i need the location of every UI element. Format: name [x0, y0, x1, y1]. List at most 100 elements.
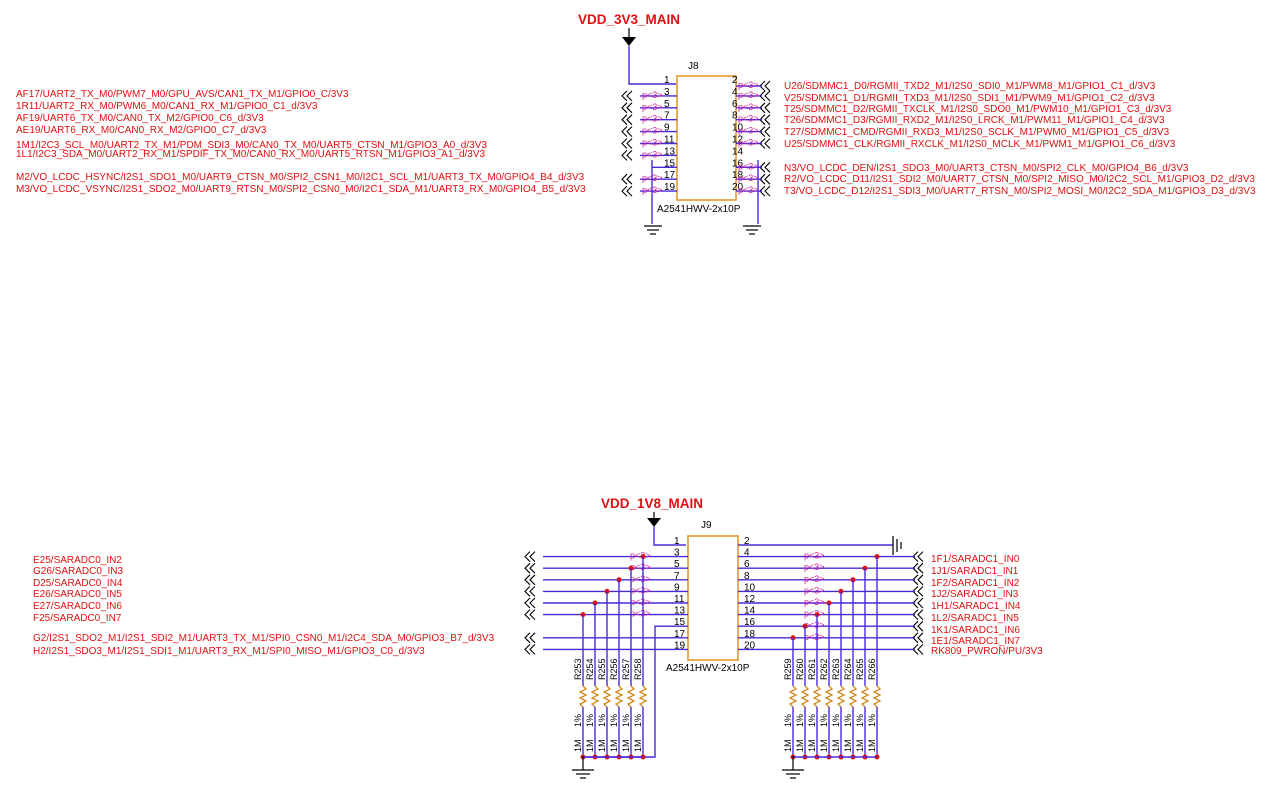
- left-resistor-tolerance: 1%: [621, 714, 631, 727]
- j9-right-offpage-icon: [917, 609, 924, 620]
- right-resistor-ref: R266: [867, 658, 877, 680]
- j9-left-resistors: R2531M1%R2541M1%R2551M1%R2561M1%R2571M1%…: [573, 556, 648, 760]
- right-resistor-tolerance: 1%: [795, 714, 805, 727]
- j9-left-offpage-icon: [529, 562, 536, 574]
- j8-pin-number: 12: [732, 135, 744, 146]
- j8-pin-number: 3: [664, 87, 670, 98]
- j8-left-offpage-icon: [626, 173, 633, 185]
- j9-pin-number: 8: [744, 571, 750, 582]
- left-resistor-tolerance: 1%: [597, 714, 607, 727]
- left-resistor-icon: [626, 685, 636, 708]
- j9-left-offpage-icon: [524, 597, 531, 609]
- j8-left-net-label: 1M1/I2C3_SCL_M0/UART2_TX_M1/PDM_SDI3_M0/…: [16, 140, 487, 151]
- j9-right-bus-tag: p<3>: [804, 562, 825, 572]
- j9-pin-number: 11: [674, 594, 685, 605]
- j9-right-offpage-icon: [917, 551, 924, 562]
- j9-left-offpage-icon: [529, 551, 536, 562]
- j9-pin-number: 20: [744, 640, 756, 651]
- right-resistor-icon: [812, 685, 822, 708]
- j9-pin-number: 7: [674, 571, 680, 582]
- j8-left-net-label: AE19/UART6_RX_M0/CAN0_RX_M2/GPIO0_C7_d/3…: [16, 125, 267, 136]
- j9-pin-number: 17: [674, 629, 686, 640]
- right-resistor-tolerance: 1%: [783, 714, 793, 727]
- j8-right-net-label: T27/SDMMC1_CMD/RGMII_RXD3_M1/I2S0_SCLK_M…: [784, 127, 1170, 138]
- j8-left-net-label: 1R11/UART2_RX_M0/PWM6_M0/CAN1_RX_M1/GPIO…: [16, 101, 318, 112]
- j9-left-offpage-icon: [529, 632, 536, 644]
- j9-pin-number: 9: [674, 582, 680, 593]
- right-resistor-icon: [824, 685, 834, 708]
- j9-right-net-label: 1F2/SARADC1_IN2: [931, 578, 1020, 589]
- j9-left-offpage-icon: [524, 574, 531, 586]
- j8-right-offpage-icon: [764, 173, 771, 185]
- j9-pin-number: 1: [674, 536, 680, 547]
- j9-left-offpage-icon: [524, 644, 531, 655]
- j8-left-bus-tag: p<3>: [642, 149, 663, 159]
- j9-right-offpage-icon: [917, 632, 924, 644]
- left-resistor-ref: R254: [585, 658, 595, 680]
- right-resistor-icon: [848, 685, 858, 708]
- j8-right-net-label: U26/SDMMC1_D0/RGMII_TXD2_M1/I2S0_SDI0_M1…: [784, 81, 1156, 92]
- j8-right-bus-tag: p<3>: [738, 126, 759, 136]
- right-resistor-value: 1M: [831, 739, 841, 752]
- j8-left-offpage-icon: [626, 185, 633, 197]
- j9-left-offpage-icon: [524, 632, 531, 644]
- right-resistor-tolerance: 1%: [807, 714, 817, 727]
- j8-left-offpage-icon: [621, 126, 628, 137]
- j9-left-bus-tag: p<3>: [630, 562, 651, 572]
- j9-left-net-label: E25/SARADC0_IN2: [33, 555, 122, 566]
- j9-right-resistors: R2591M1%R2601M1%R2611M1%R2621M1%R2631M1%…: [783, 556, 882, 760]
- right-resistor-tolerance: 1%: [843, 714, 853, 727]
- j8-left-offpage-icon: [626, 102, 633, 114]
- right-resistor-tolerance: 1%: [819, 714, 829, 727]
- left-resistor-icon: [614, 685, 624, 708]
- j8-right-bus-tag: p<3>: [738, 114, 759, 124]
- j8-left-bus-tag: p<3>: [642, 114, 663, 124]
- j9-pin-number: 16: [744, 617, 756, 628]
- j9-pin-number: 3: [674, 548, 680, 559]
- j8-right-bus-tag: p<3>: [738, 138, 759, 148]
- j8-power-label: VDD_3V3_MAIN: [578, 12, 680, 27]
- left-resistor-value: 1M: [573, 739, 583, 752]
- left-resistor-value: 1M: [633, 739, 643, 752]
- j8-right-offpage-icon: [764, 185, 771, 197]
- j8-right-offpage-icon: [764, 80, 771, 92]
- j8-pin-number: 14: [732, 146, 744, 157]
- j9-left-net-label: G26/SARADC0_IN3: [33, 566, 123, 577]
- left-resistor-ref: R256: [609, 658, 619, 680]
- left-resistor-ref: R255: [597, 658, 607, 680]
- j8-right-offpage-icon: [764, 126, 771, 137]
- left-resistor-tolerance: 1%: [585, 714, 595, 727]
- right-resistor-value: 1M: [819, 739, 829, 752]
- j8-pin-number: 19: [664, 182, 676, 193]
- left-resistor-tolerance: 1%: [633, 714, 643, 727]
- left-resistor-value: 1M: [597, 739, 607, 752]
- j8-right-bus-tag: p<3>: [738, 102, 759, 112]
- right-resistor-tolerance: 1%: [855, 714, 865, 727]
- j8-left-offpage-icon: [626, 114, 633, 126]
- j9-right-bus-tag: p<3>: [804, 585, 825, 595]
- j8-pin-number: 2: [732, 75, 738, 86]
- j8-right-offpage-icon: [764, 102, 771, 114]
- j8-right-offpage-icon: [764, 161, 771, 173]
- j9-left-bus-tag: p<3>: [630, 585, 651, 595]
- j9-left-bus-tag: p<3>: [630, 609, 651, 619]
- right-resistor-ref: R261: [807, 658, 817, 680]
- j9-pin-number: 19: [674, 640, 686, 651]
- j9-left-net-label: G2/I2S1_SDO2_M1/I2S1_SDI2_M1/UART3_TX_M1…: [33, 633, 495, 644]
- j8-right-net-label: R2/VO_LCDC_D11/I2S1_SDI2_M0/UART7_CTSN_M…: [784, 174, 1255, 185]
- right-resistor-value: 1M: [807, 739, 817, 752]
- j8-pin-number: 9: [664, 123, 670, 134]
- j9-pin-number: 5: [674, 559, 680, 570]
- j9-left-offpage-icon: [524, 551, 531, 562]
- j9-right-offpage-icon: [917, 562, 924, 574]
- j8-left-offpage-icon: [621, 114, 628, 126]
- j8-pin-number: 11: [664, 135, 675, 146]
- j9-chassis-ground-icon: [892, 536, 902, 555]
- j8-left-offpage-icon: [621, 150, 628, 161]
- j9-right-net-label: 1H1/SARADC1_IN4: [931, 601, 1021, 612]
- j9-right-nets: 1F1/SARADC1_IN0p<3>1J1/SARADC1_IN1p<3>1F…: [738, 551, 1043, 657]
- j8-left-bus-tag: p<3>: [642, 138, 663, 148]
- j8-right-offpage-icon: [764, 90, 771, 102]
